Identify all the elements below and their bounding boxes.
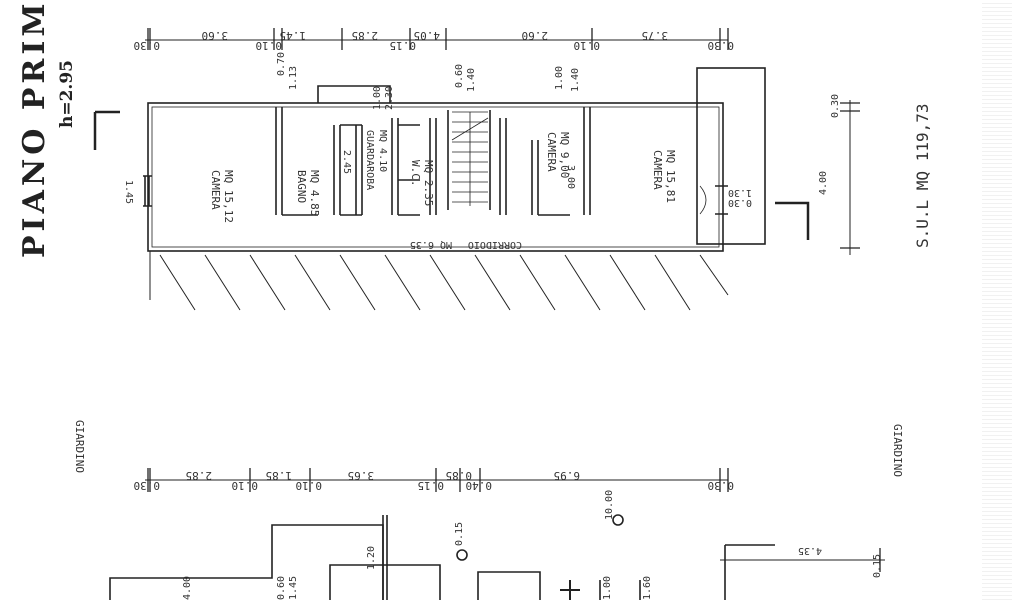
svg-text:4.05: 4.05 (414, 29, 441, 42)
svg-text:0.10: 0.10 (574, 39, 601, 52)
lower-walls (109, 524, 384, 600)
svg-text:0.60: 0.60 (454, 64, 465, 88)
wall-bagno-guard (333, 125, 341, 215)
svg-text:1.00: 1.00 (372, 86, 383, 110)
room-corridoio-name: CORRIDOIO (468, 239, 522, 250)
svg-text:0.85: 0.85 (446, 469, 473, 482)
svg-text:0.15: 0.15 (872, 554, 883, 578)
svg-text:4.35: 4.35 (798, 545, 822, 556)
room-camera-3-area: MQ 15,81 (664, 150, 677, 203)
balcony (696, 67, 766, 245)
svg-text:1.20: 1.20 (366, 546, 377, 570)
floor-subtitle: h=2.95 (57, 60, 77, 128)
wall-guard-wc (391, 118, 399, 215)
svg-text:4.00: 4.00 (818, 171, 829, 195)
scan-edge (982, 0, 1012, 600)
svg-text:6.95: 6.95 (554, 469, 581, 482)
window-left (143, 175, 152, 207)
stair-bump (317, 85, 391, 103)
svg-text:3.60: 3.60 (202, 29, 229, 42)
wall-stair-camera (531, 140, 539, 215)
room-wc-area: MQ 2.35 (422, 160, 435, 206)
room-camera-2-area: MQ 9,00 (558, 132, 571, 178)
svg-text:1.45: 1.45 (123, 180, 134, 204)
wall-camera-bagno (275, 107, 283, 215)
room-corridoio-area: MQ 6.35 (410, 239, 452, 250)
room-guardaroba-name: GUARDAROBA (364, 130, 375, 190)
svg-text:0.30: 0.30 (134, 39, 161, 52)
room-bagno-name: BAGNO (295, 170, 308, 203)
svg-text:3.00: 3.00 (565, 165, 576, 189)
svg-text:1.00: 1.00 (602, 576, 613, 600)
svg-text:10.00: 10.00 (604, 490, 615, 520)
outer-walls (147, 102, 724, 252)
svg-text:1.40: 1.40 (466, 68, 477, 92)
room-bagno-area: MQ 4.85 (308, 170, 321, 216)
wall-camera-camera (583, 107, 591, 215)
garden-label-right: GIARDINO (891, 424, 904, 477)
hatch-area (149, 251, 729, 311)
room-camera-2-name: CAMERA (545, 132, 558, 172)
svg-text:0.10: 0.10 (296, 479, 323, 492)
svg-text:1.45: 1.45 (280, 29, 307, 42)
svg-text:1.85: 1.85 (266, 469, 293, 482)
room-wc-name: W.C. (409, 160, 422, 187)
svg-text:0.15: 0.15 (390, 39, 417, 52)
svg-text:4.00: 4.00 (182, 576, 193, 600)
svg-text:0.30: 0.30 (728, 197, 752, 208)
staircase (451, 111, 489, 206)
svg-text:1.40: 1.40 (570, 68, 581, 92)
svg-text:0.60: 0.60 (276, 576, 287, 600)
svg-text:1.13: 1.13 (288, 66, 299, 90)
svg-text:2.85: 2.85 (352, 29, 379, 42)
svg-text:0.30: 0.30 (134, 479, 161, 492)
svg-text:1.30: 1.30 (728, 187, 752, 198)
svg-text:0.15: 0.15 (454, 522, 465, 546)
svg-text:2.45: 2.45 (341, 150, 352, 174)
room-camera-1-area: MQ 15,12 (222, 170, 235, 223)
svg-text:0.10: 0.10 (256, 39, 283, 52)
section-mark-right (775, 201, 810, 240)
svg-text:2.85: 2.85 (186, 469, 213, 482)
svg-text:2.30: 2.30 (384, 86, 395, 110)
room-guardaroba-area: MQ 4.10 (377, 130, 388, 172)
top-dimension-labels: 0.30 3.60 0.10 1.45 2.85 0.15 4.05 2.60 … (134, 29, 735, 52)
svg-text:1.00: 1.00 (554, 66, 565, 90)
svg-text:0.30: 0.30 (830, 94, 841, 118)
svg-text:1.60: 1.60 (642, 576, 653, 600)
svg-text:0.10: 0.10 (232, 479, 259, 492)
bottom-dimension-labels: 0.30 2.85 0.10 1.85 0.10 3.65 0.15 0.85 … (134, 469, 735, 492)
room-camera-1-name: CAMERA (209, 170, 222, 210)
stair-walls (447, 110, 491, 210)
section-mark-left (93, 110, 120, 150)
garden-label-left: GIARDINO (73, 420, 86, 473)
svg-text:0.30: 0.30 (708, 39, 735, 52)
svg-text:0.30: 0.30 (708, 479, 735, 492)
svg-text:0.40: 0.40 (466, 479, 493, 492)
wall-wc-stair (429, 118, 437, 215)
svg-text:0.15: 0.15 (418, 479, 445, 492)
misc-dimension-labels: 1.45 0.70 1.13 2.45 1.00 2.30 0.60 1.40 … (123, 52, 883, 600)
svg-text:3.65: 3.65 (348, 469, 375, 482)
svg-text:1.45: 1.45 (288, 576, 299, 600)
room-camera-3-name: CAMERA (651, 150, 664, 190)
sul-label: S.U.L MQ 119,73 (913, 104, 932, 249)
floor-title: PIANO PRIMO (17, 0, 52, 258)
svg-text:0.70: 0.70 (276, 52, 287, 76)
window-right (715, 185, 728, 215)
svg-text:3.75: 3.75 (642, 29, 669, 42)
svg-text:2.60: 2.60 (522, 29, 549, 42)
